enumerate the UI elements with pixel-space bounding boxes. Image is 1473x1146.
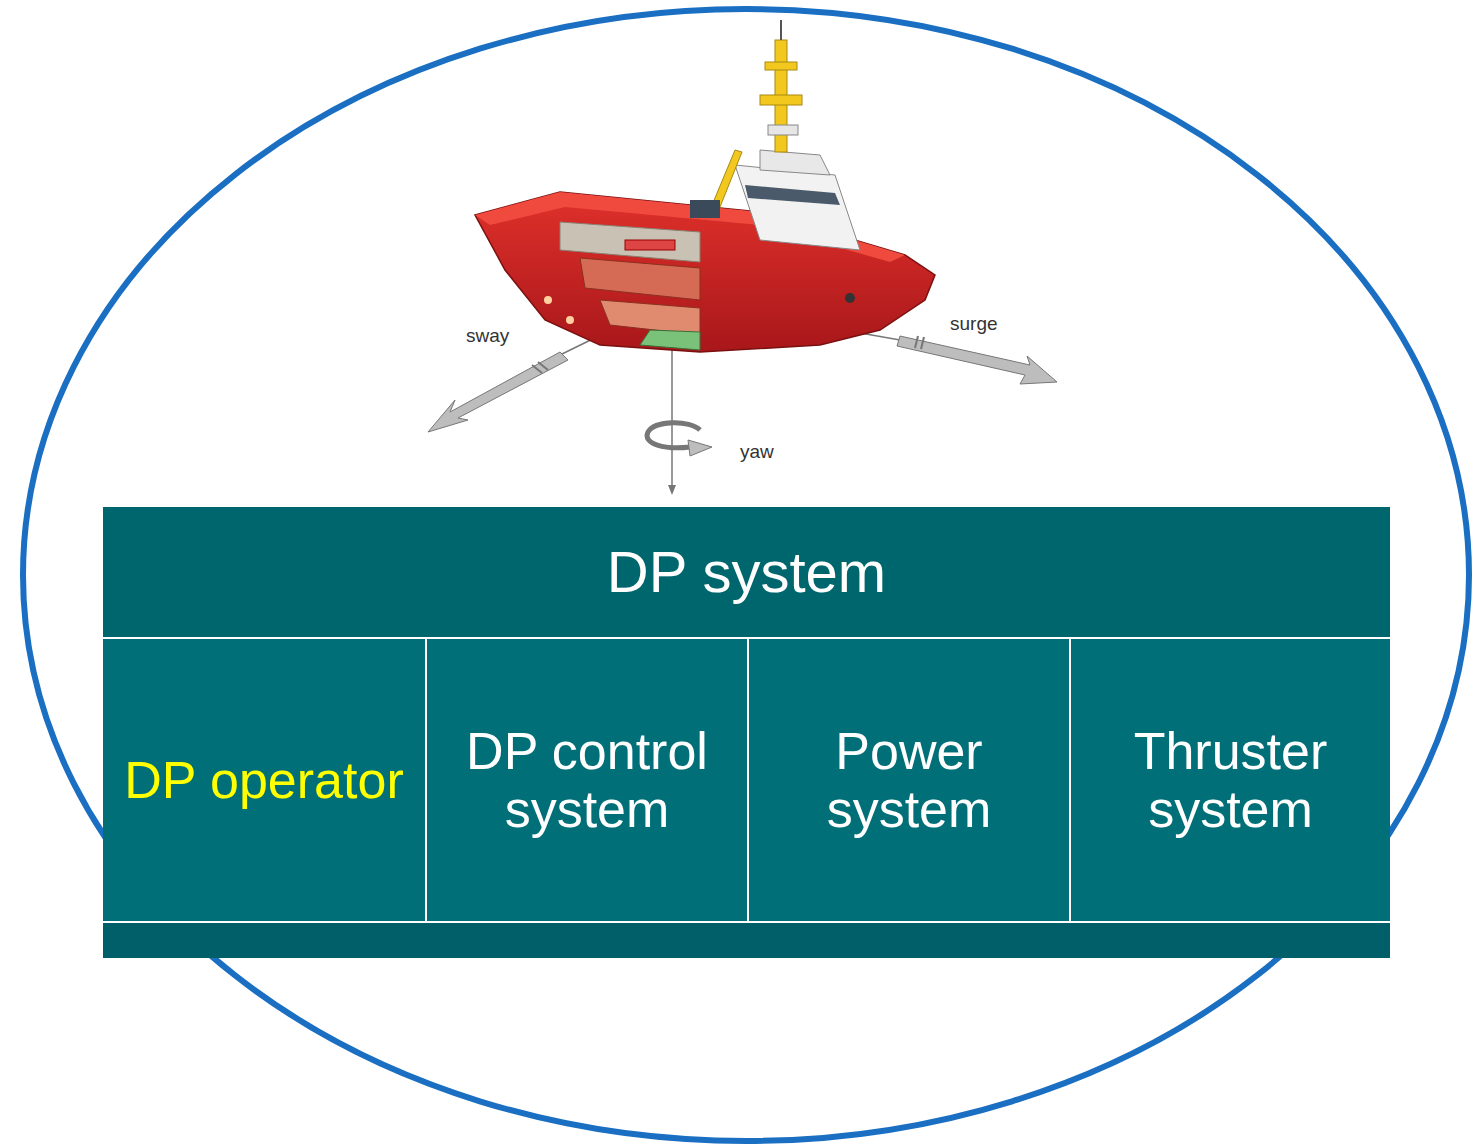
table-heading: DP system [103,507,1390,637]
subsystem-cell: DP control system [425,637,747,923]
cell-text: Thruster system [1089,722,1372,838]
subsystem-cell: Power system [747,637,1069,923]
subsystem-cell: DP operator [103,637,425,923]
cell-text: DP control system [445,722,729,838]
axis-label: sway [464,325,511,347]
axis-label: surge [948,313,1000,335]
ship-illustration [428,20,1057,495]
system-table: DP system DP operator DP control system Pow… [103,507,1390,958]
axis-label: yaw [738,441,776,463]
subsystem-cell: Thruster system [1069,637,1390,923]
boundary-ellipse [23,9,1469,1141]
cell-text: DP operator [124,751,403,809]
cell-text: Power system [767,722,1051,838]
